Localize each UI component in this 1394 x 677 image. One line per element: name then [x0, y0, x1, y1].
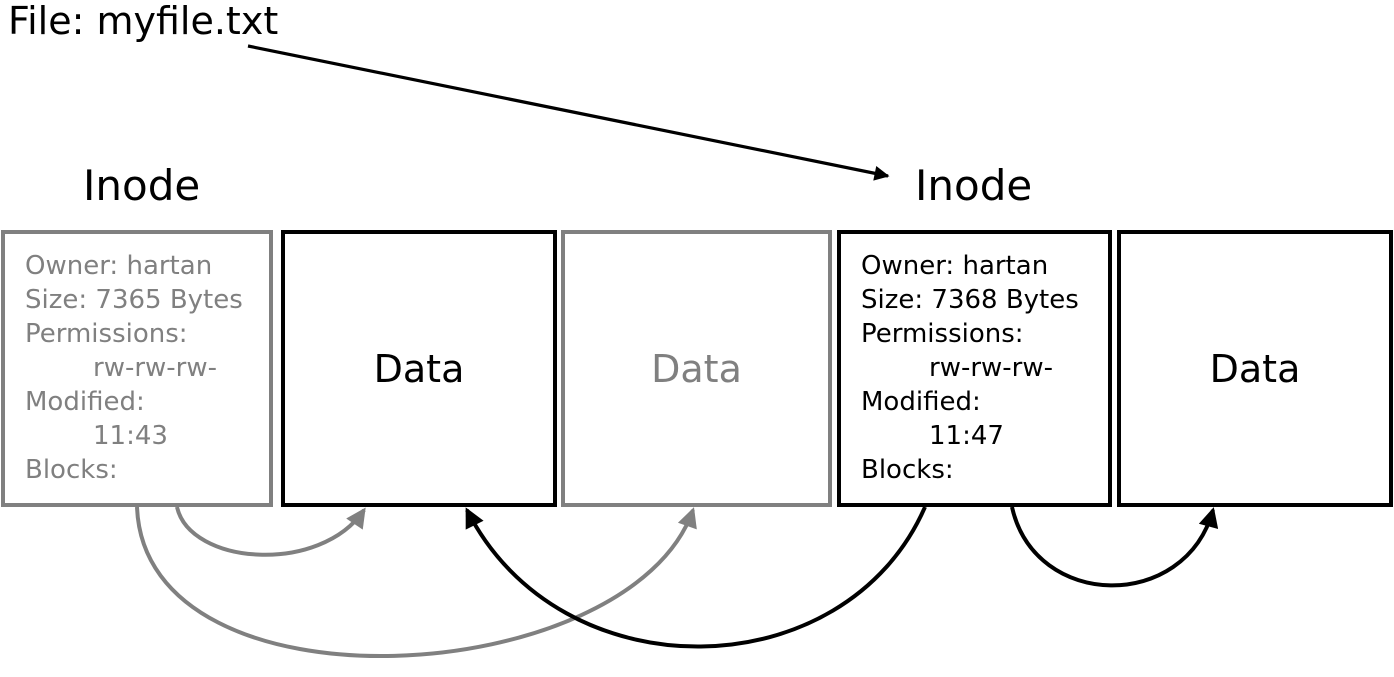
old-inode-to-block2-arrow — [135, 506, 697, 658]
file-to-new-inode-arrow — [247, 44, 890, 181]
new-inode-to-block1-arrow — [465, 506, 927, 649]
old-inode-blocks-label: Blocks: — [25, 455, 118, 485]
new-inode-fields: Owner: hartan Size: 7368 Bytes Permissio… — [841, 234, 1108, 487]
data-block-2: Data — [561, 230, 832, 507]
data-block-1-label: Data — [373, 346, 465, 391]
old-inode-box: Owner: hartan Size: 7365 Bytes Permissio… — [1, 230, 273, 507]
data-block-3: Data — [1117, 230, 1393, 507]
new-inode-blocks-label: Blocks: — [861, 455, 954, 485]
new-inode-size: Size: 7368 Bytes — [861, 285, 1079, 315]
old-inode-permissions-label: Permissions: — [25, 319, 188, 349]
old-inode-label: Inode — [83, 161, 201, 210]
new-inode-modified-value: 11:47 — [929, 421, 1004, 451]
old-inode-modified-label: Modified: — [25, 387, 145, 417]
new-inode-box: Owner: hartan Size: 7368 Bytes Permissio… — [837, 230, 1112, 507]
old-inode-fields: Owner: hartan Size: 7365 Bytes Permissio… — [5, 234, 269, 487]
old-inode-size: Size: 7365 Bytes — [25, 285, 243, 315]
new-inode-to-block3-arrow — [1010, 506, 1219, 588]
data-block-3-label: Data — [1209, 346, 1301, 391]
old-inode-permissions-value: rw-rw-rw- — [93, 353, 218, 383]
new-inode-modified-label: Modified: — [861, 387, 981, 417]
data-block-2-label: Data — [651, 346, 742, 391]
new-inode-label: Inode — [915, 161, 1033, 210]
new-inode-permissions-label: Permissions: — [861, 319, 1024, 349]
old-inode-owner: Owner: hartan — [25, 251, 213, 281]
data-block-1: Data — [281, 230, 557, 507]
new-inode-permissions-value: rw-rw-rw- — [929, 353, 1054, 383]
file-title: File: myfile.txt — [8, 0, 279, 43]
old-inode-modified-value: 11:43 — [93, 421, 168, 451]
old-inode-to-block1-arrow — [175, 506, 366, 557]
new-inode-owner: Owner: hartan — [861, 251, 1049, 281]
